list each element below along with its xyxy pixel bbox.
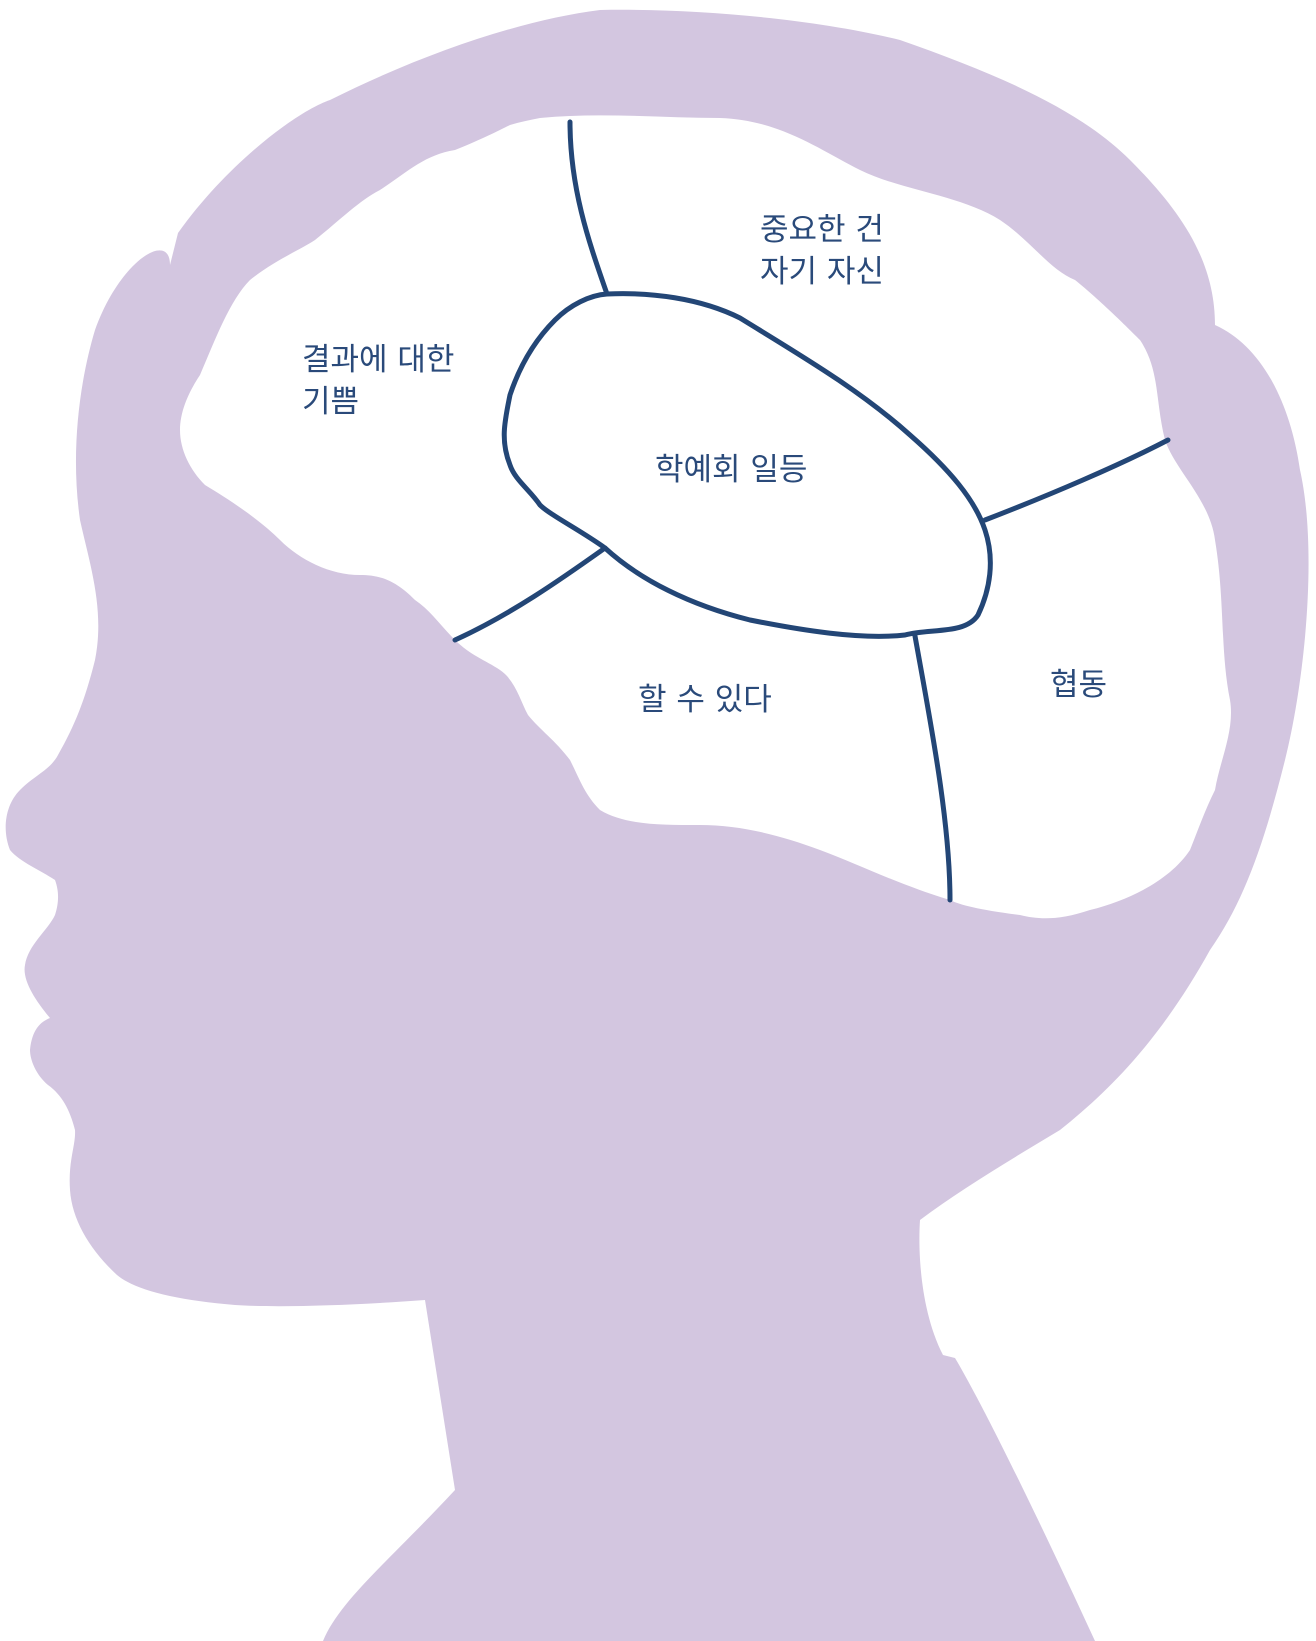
region-label-center: 학예회 일등	[655, 450, 807, 492]
region-label-self: 중요한 건 자기 자신	[760, 210, 884, 294]
region-label-cooperation: 협동	[1050, 665, 1107, 707]
region-label-can-do: 할 수 있다	[638, 680, 772, 722]
region-label-joy: 결과에 대한 기쁨	[302, 340, 454, 424]
